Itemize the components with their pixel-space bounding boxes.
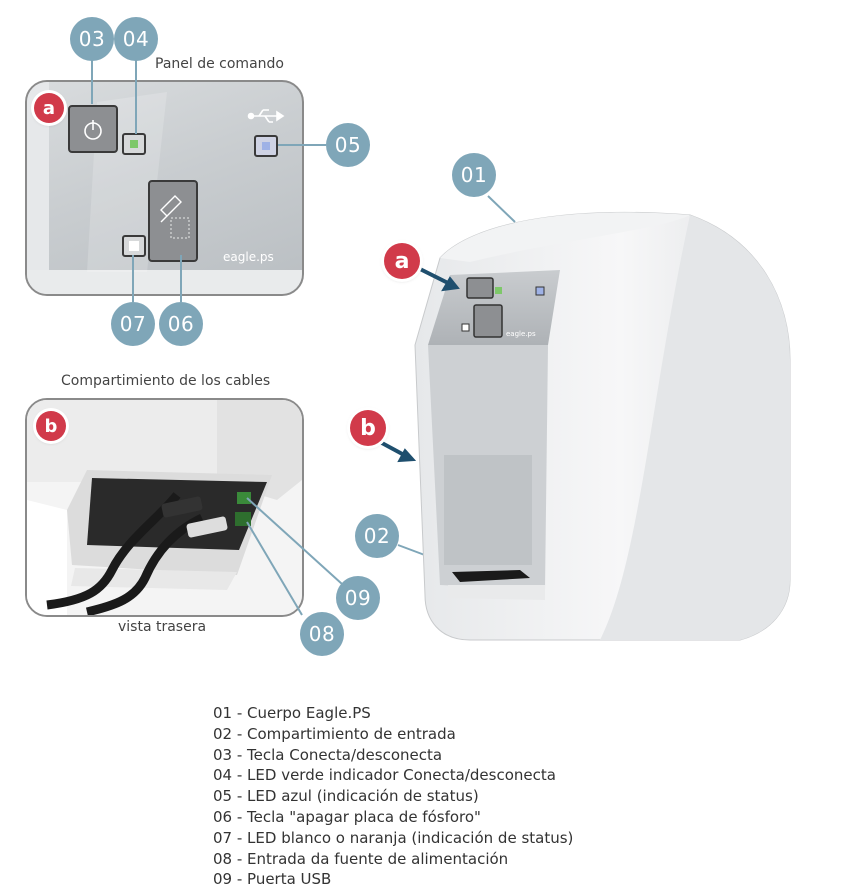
phosphor-plate-key (148, 180, 198, 262)
legend-item: 02 - Compartimiento de entrada (213, 724, 456, 743)
blue-led (254, 135, 278, 157)
panel-b-caption: vista trasera (118, 619, 207, 635)
eagle-ps-device (414, 211, 791, 641)
callout-03: 03 (70, 17, 114, 61)
control-panel-drawing (27, 82, 302, 294)
pointer-arrows (379, 266, 460, 463)
legend-item: 04 - LED verde indicador Conecta/descone… (213, 766, 556, 785)
power-key (68, 105, 118, 153)
device-marker-a: a (384, 243, 420, 279)
callout-09: 09 (336, 576, 380, 620)
panel-brand-label: eagle.ps (223, 250, 274, 264)
green-led (122, 133, 146, 155)
callout-08: 08 (300, 612, 344, 656)
panel-a-marker: a (34, 93, 64, 123)
control-panel-detail: eagle.ps (25, 80, 304, 296)
parts-legend: 01 - Cuerpo Eagle.PS 02 - Compartimiento… (213, 703, 573, 890)
device-brand-label: eagle.ps (506, 330, 536, 338)
legend-item: 09 - Puerta USB (213, 870, 332, 889)
callout-05: 05 (326, 123, 370, 167)
callout-06: 06 (159, 302, 203, 346)
panel-a-title: Panel de comando (155, 56, 284, 72)
callout-01: 01 (452, 153, 496, 197)
callout-07: 07 (111, 302, 155, 346)
legend-item: 07 - LED blanco o naranja (indicación de… (213, 828, 574, 847)
callout-04: 04 (114, 17, 158, 61)
panel-b-title: Compartimiento de los cables (61, 373, 271, 389)
legend-item: 08 - Entrada da fuente de alimentación (213, 849, 509, 868)
callout-02: 02 (355, 514, 399, 558)
legend-item: 03 - Tecla Conecta/desconecta (213, 745, 443, 764)
legend-item: 06 - Tecla "apagar placa de fósforo" (213, 807, 481, 826)
cable-compartment-drawing (27, 400, 302, 615)
legend-item: 01 - Cuerpo Eagle.PS (213, 704, 371, 722)
panel-b-marker: b (36, 411, 66, 441)
usb-icon (247, 109, 285, 123)
legend-item: 05 - LED azul (indicación de status) (213, 787, 479, 806)
cable-compartment-detail (25, 398, 304, 617)
device-marker-b: b (350, 410, 386, 446)
